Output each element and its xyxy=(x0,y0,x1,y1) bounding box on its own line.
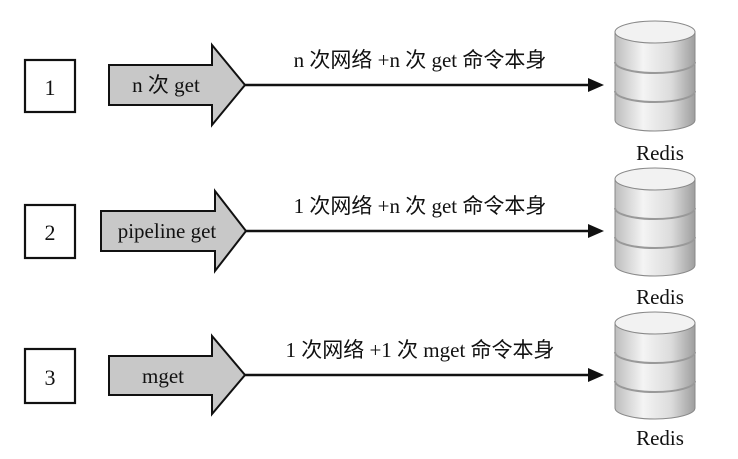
step-number-box xyxy=(23,58,77,114)
request-arrow-label: pipeline get xyxy=(118,219,217,243)
network-line-label: 1 次网络 +n 次 get 命令本身 xyxy=(294,194,547,218)
step-number-box xyxy=(23,203,77,260)
row-1: 1 n 次 get n 次网络 +n 次 get 命令本身 Redis xyxy=(23,20,696,165)
database-label: Redis xyxy=(636,141,684,165)
request-arrow xyxy=(108,333,247,417)
row-2: 2 pipeline get 1 次网络 +n 次 get 命令本身 Redis xyxy=(23,167,696,309)
step-number: 2 xyxy=(45,220,56,245)
request-arrow-label: n 次 get xyxy=(132,73,200,97)
request-arrow xyxy=(108,42,247,128)
row-3: 3 mget 1 次网络 +1 次 mget 命令本身 Redis xyxy=(23,311,696,450)
database-icon xyxy=(614,167,696,277)
request-arrow xyxy=(100,188,248,274)
database-label: Redis xyxy=(636,426,684,450)
database-icon xyxy=(614,20,696,132)
network-arrowhead xyxy=(588,224,604,238)
step-number: 1 xyxy=(45,75,56,100)
database-label: Redis xyxy=(636,285,684,309)
request-arrow-label: mget xyxy=(142,364,184,388)
step-number: 3 xyxy=(45,365,56,390)
network-arrowhead xyxy=(588,78,604,92)
network-line-label: n 次网络 +n 次 get 命令本身 xyxy=(294,48,547,72)
database-icon xyxy=(614,311,696,420)
network-arrowhead xyxy=(588,368,604,382)
network-line-label: 1 次网络 +1 次 mget 命令本身 xyxy=(285,338,554,362)
step-number-box xyxy=(23,347,77,405)
